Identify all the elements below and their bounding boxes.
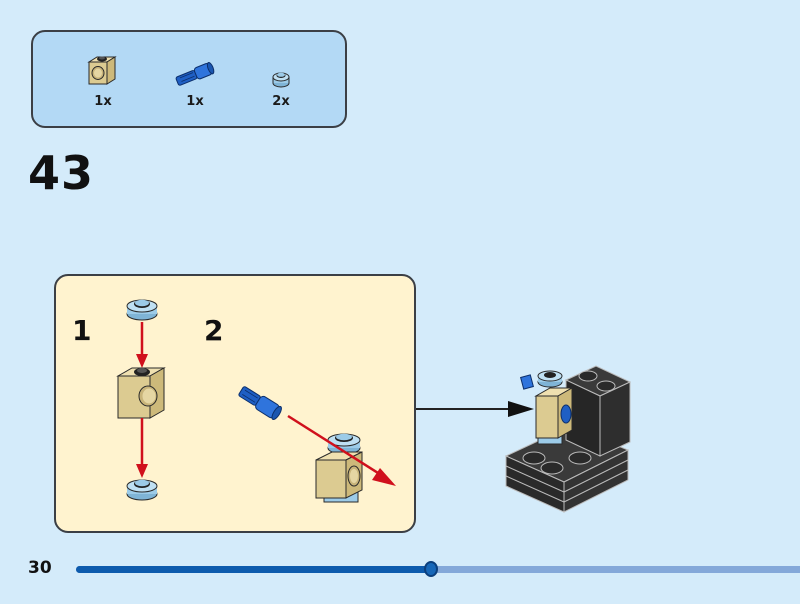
round-plate-bottom-icon [126, 479, 158, 501]
part-item-axle-pin: 1x [171, 60, 219, 109]
final-assembly-illustration [504, 365, 632, 513]
substep-1-illustration [116, 299, 166, 501]
part-quantity: 1x [94, 94, 112, 109]
black-upright-brick-icon [564, 365, 632, 457]
step-number: 43 [28, 146, 95, 200]
page-progress-knob[interactable] [424, 561, 439, 577]
page-progress-fill [76, 566, 432, 573]
attached-technic-brick-icon [520, 370, 574, 445]
tan-technic-brick-icon [116, 367, 166, 419]
part-item-technic-brick: 1x [83, 54, 123, 109]
round-plate-top-icon [126, 299, 158, 321]
substep-label-2: 2 [204, 314, 224, 347]
blue-axle-pin-icon [238, 386, 282, 420]
substep-2-illustration [238, 386, 396, 503]
parts-list-callout: 1x 1x 2x [31, 30, 347, 128]
page-progress-track[interactable] [76, 561, 800, 577]
light-blue-round-plate-icon [272, 72, 290, 88]
part-quantity: 2x [272, 94, 290, 109]
assembled-brick-icon [315, 433, 363, 503]
substep-callout: 1 2 [54, 274, 416, 533]
callout-connector-arrow [416, 401, 534, 417]
page-number: 30 [28, 558, 52, 578]
tan-technic-brick-icon [87, 56, 117, 85]
part-item-round-plate: 2x [267, 68, 295, 109]
substep-label-1: 1 [72, 314, 92, 347]
part-quantity: 1x [186, 94, 204, 109]
blue-axle-pin-icon [175, 62, 215, 86]
